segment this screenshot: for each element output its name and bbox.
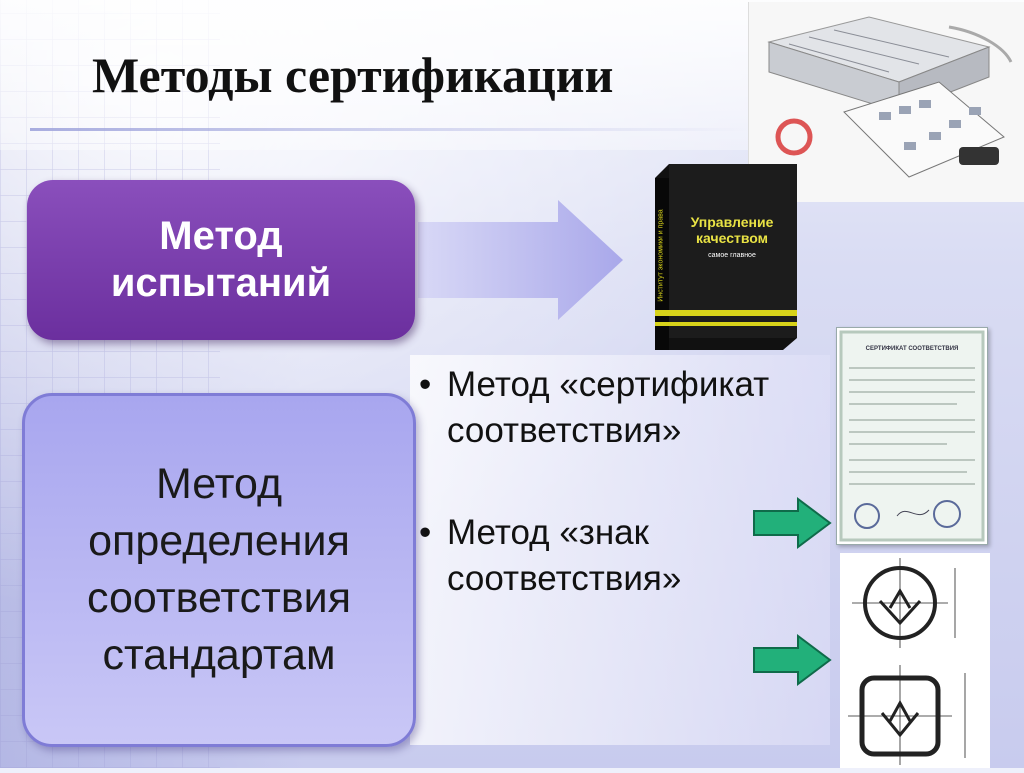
arrow-right-green-icon: [753, 497, 832, 549]
arrow-right-green-icon: [753, 634, 832, 686]
certificate-heading: СЕРТИФИКАТ СООТВЕТСТВИЯ: [865, 346, 959, 352]
bullet-dot-icon: •: [419, 365, 432, 404]
method-conformity-label: Метод определения соответствия стандарта…: [87, 460, 351, 679]
bullets-panel: [410, 355, 830, 745]
bullet-list: • Метод «сертификат соответствия» • Мето…: [415, 362, 835, 658]
conformity-mark-image: [840, 553, 990, 768]
book-spine-text: Институт экономики и права: [657, 209, 665, 302]
bullet-item: • Метод «знак соответствия»: [415, 510, 835, 602]
book-subtitle: самое главное: [708, 252, 756, 259]
book-image: Управление качеством самое главное Инсти…: [655, 160, 797, 350]
title-underline: [30, 128, 750, 131]
arrow-right-icon: [418, 200, 623, 320]
certificate-image: СЕРТИФИКАТ СООТВЕТСТВИЯ: [836, 327, 988, 545]
bullet-dot-icon: •: [419, 513, 432, 552]
method-conformity-box: Метод определения соответствия стандарта…: [22, 393, 416, 747]
bullet-text: Метод «сертификат соответствия»: [447, 365, 770, 450]
bullet-text: Метод «знак соответствия»: [447, 513, 682, 598]
method-tests-box: Метод испытаний: [27, 180, 415, 340]
slide-title: Методы сертификации: [92, 47, 614, 103]
method-tests-label: Метод испытаний: [110, 214, 332, 305]
book-title: Управление качеством: [690, 214, 774, 246]
bullet-item: • Метод «сертификат соответствия»: [415, 362, 835, 454]
